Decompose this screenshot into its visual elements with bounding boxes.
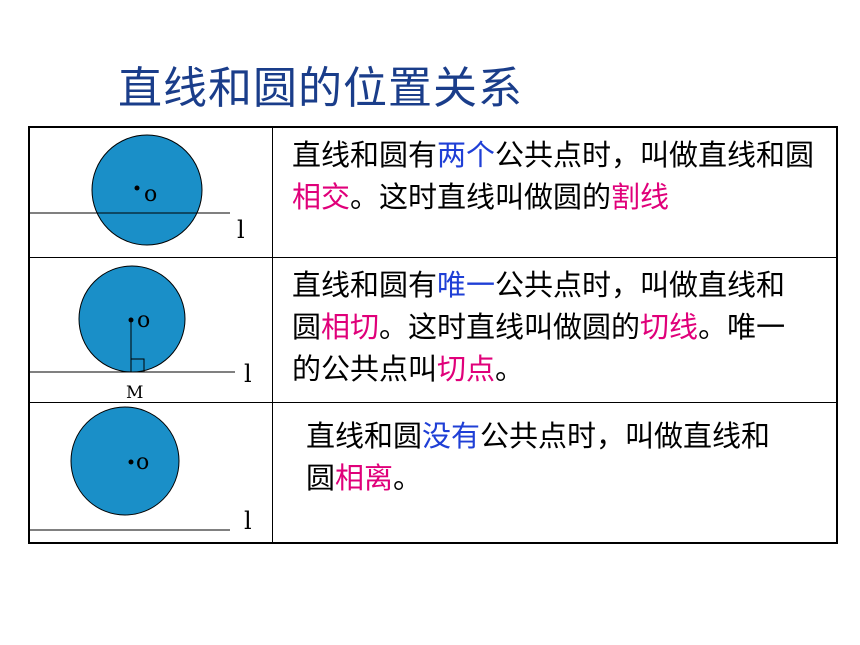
page-title: 直线和圆的位置关系 bbox=[118, 63, 523, 114]
term-highlight: 切线 bbox=[640, 310, 699, 344]
term-highlight: 相切 bbox=[321, 310, 380, 344]
point-label: M bbox=[126, 383, 143, 403]
text-seg: 公共点时，叫做直线和圆 bbox=[306, 419, 771, 495]
text-seg: 。这时直线叫做圆的 bbox=[350, 180, 612, 214]
text-seg: 公共点时，叫做直线和圆 bbox=[495, 138, 815, 172]
text-seg: 公共点时，叫做直线和圆 bbox=[292, 268, 786, 344]
description-tangent: 直线和圆有唯一公共点时，叫做直线和圆相切。这时直线叫做圆的切线。唯一的公共点叫切… bbox=[292, 264, 812, 390]
term-highlight: 割线 bbox=[611, 180, 670, 214]
relationship-table: o l 直线和圆有两个公共点时，叫做直线和圆相交。这时直线叫做圆的割线 o l … bbox=[28, 126, 838, 544]
intersect-diagram: o l bbox=[30, 134, 245, 246]
term-highlight: 相交 bbox=[292, 180, 351, 214]
table-row-intersect: o l 直线和圆有两个公共点时，叫做直线和圆相交。这时直线叫做圆的割线 bbox=[30, 128, 836, 258]
text-highlight: 唯一 bbox=[437, 268, 496, 302]
figure-separate: o l bbox=[30, 403, 272, 542]
text-seg: 。 bbox=[393, 461, 423, 495]
text-seg: 。这时直线叫做圆的 bbox=[379, 310, 641, 344]
line-label: l bbox=[244, 360, 252, 388]
term-highlight: 相离 bbox=[335, 461, 394, 495]
center-label: o bbox=[144, 182, 157, 207]
line-label: l bbox=[237, 216, 245, 244]
table-divider bbox=[272, 128, 273, 542]
circle bbox=[91, 134, 203, 246]
description-intersect: 直线和圆有两个公共点时，叫做直线和圆相交。这时直线叫做圆的割线 bbox=[292, 134, 832, 218]
center-label: o bbox=[137, 308, 150, 333]
center-dot bbox=[128, 459, 134, 465]
text-seg: 直线和圆 bbox=[306, 419, 423, 453]
description-separate: 直线和圆没有公共点时，叫做直线和圆相离。 bbox=[306, 415, 796, 499]
line-label: l bbox=[244, 507, 252, 535]
circle bbox=[70, 406, 180, 516]
center-label: o bbox=[136, 450, 149, 475]
text-highlight: 没有 bbox=[422, 419, 481, 453]
table-row-separate: o l 直线和圆没有公共点时，叫做直线和圆相离。 bbox=[30, 403, 836, 542]
figure-tangent: o l M bbox=[30, 258, 272, 403]
term-highlight: 切点 bbox=[437, 352, 496, 386]
text-seg: 直线和圆有 bbox=[292, 138, 438, 172]
center-dot bbox=[134, 185, 140, 191]
text-seg: 。 bbox=[495, 352, 525, 386]
tangent-diagram: o l M bbox=[30, 265, 252, 403]
figure-intersect: o l bbox=[30, 128, 272, 257]
text-seg: 直线和圆有 bbox=[292, 268, 438, 302]
separate-diagram: o l bbox=[30, 406, 252, 535]
text-seg: 。唯一的公共点叫 bbox=[292, 310, 786, 386]
table-row-tangent: o l M 直线和圆有唯一公共点时，叫做直线和圆相切。这时直线叫做圆的切线。唯一… bbox=[30, 258, 836, 403]
text-highlight: 两个 bbox=[437, 138, 496, 172]
